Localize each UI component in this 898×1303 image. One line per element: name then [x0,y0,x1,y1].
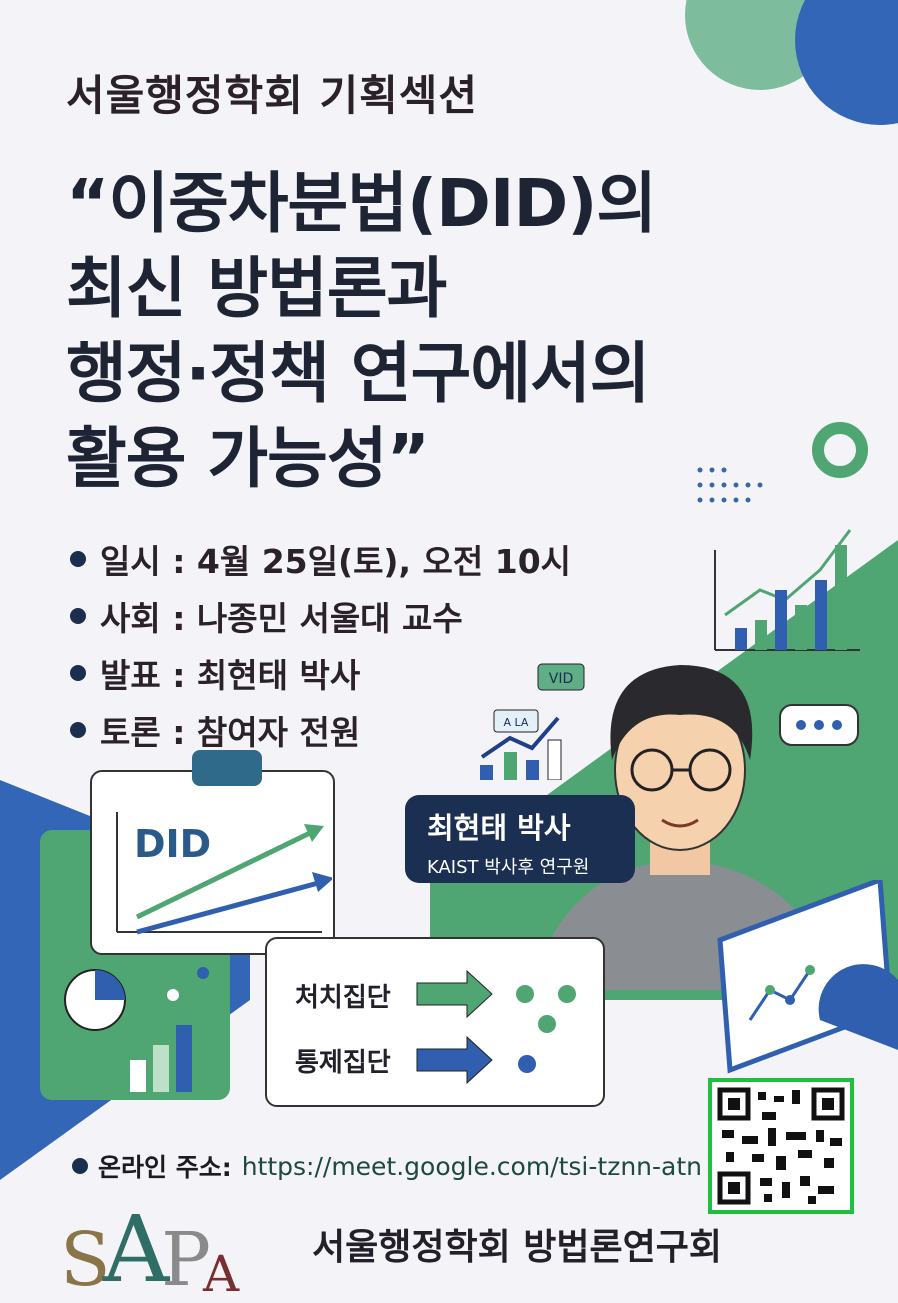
svg-text:A LA: A LA [504,716,529,729]
organization-name: 서울행정학회 방법론연구회 [312,1227,722,1268]
bullet-icon [72,1158,88,1174]
trend-line [724,529,852,617]
speaker-name: 최현태 박사 [427,811,571,845]
svg-text:VID: VID [549,671,574,687]
chart-decoration [697,422,868,651]
dot-grid-icon [697,467,763,503]
decor-circle-blue [795,0,898,125]
detail-text: 토론 : 참여자 전원 [100,713,361,752]
event-subtitle: 서울행정학회 기획섹션 [66,71,479,120]
mini-chart: VID A LA [480,663,585,780]
title-line-1: “이중차분법(DID)의 [66,165,657,242]
online-label: 온라인 주소: [98,1153,232,1182]
groups-card: 처치집단 통제집단 [265,937,605,1107]
detail-discussion: 토론 : 참여자 전원 [70,706,360,754]
clipboard-clip-icon [192,750,262,786]
bullet-icon [70,551,86,567]
treatment-group-label: 처치집단 [295,983,391,1013]
left-panel-charts [64,967,209,1092]
title-line-4: 활용 가능성” [66,420,430,497]
qr-code[interactable] [708,1078,854,1214]
online-address: 온라인 주소: https://meet.google.com/tsi-tznn… [72,1148,702,1184]
qr-code-pattern-icon [717,1087,845,1205]
detail-text: 일시 : 4월 25일(토), 오전 10시 [100,542,572,581]
detail-date: 일시 : 4월 25일(토), 오전 10시 [70,535,571,583]
title-line-2: 최신 방법론과 [66,250,447,327]
donut-chart-icon [812,422,868,478]
bullet-icon [70,665,86,681]
bullet-icon [70,608,86,624]
control-group-label: 통제집단 [295,1048,391,1078]
speaker-role: KAIST 박사후 연구원 [427,857,590,878]
meeting-link[interactable]: https://meet.google.com/tsi-tznn-atn [241,1151,702,1181]
speech-bubble-icon [779,704,859,746]
detail-moderator: 사회 : 나종민 서울대 교수 [70,592,463,640]
bullet-icon [70,722,86,738]
did-board: DID [90,750,335,955]
badge-ala [493,709,539,733]
detail-text: 발표 : 최현태 박사 [100,656,361,695]
detail-text: 사회 : 나종민 서울대 교수 [100,599,463,638]
did-label: DID [134,822,212,866]
badge-vid [537,663,585,691]
speaker-name-card: 최현태 박사 KAIST 박사후 연구원 [405,795,635,883]
detail-presenter: 발표 : 최현태 박사 [70,649,360,697]
did-arrows-icon [116,812,332,935]
group-arrows-icon [416,969,576,1085]
monitor-chart-icon [717,880,898,1074]
title-line-3: 행정·정책 연구에서의 [66,335,651,412]
